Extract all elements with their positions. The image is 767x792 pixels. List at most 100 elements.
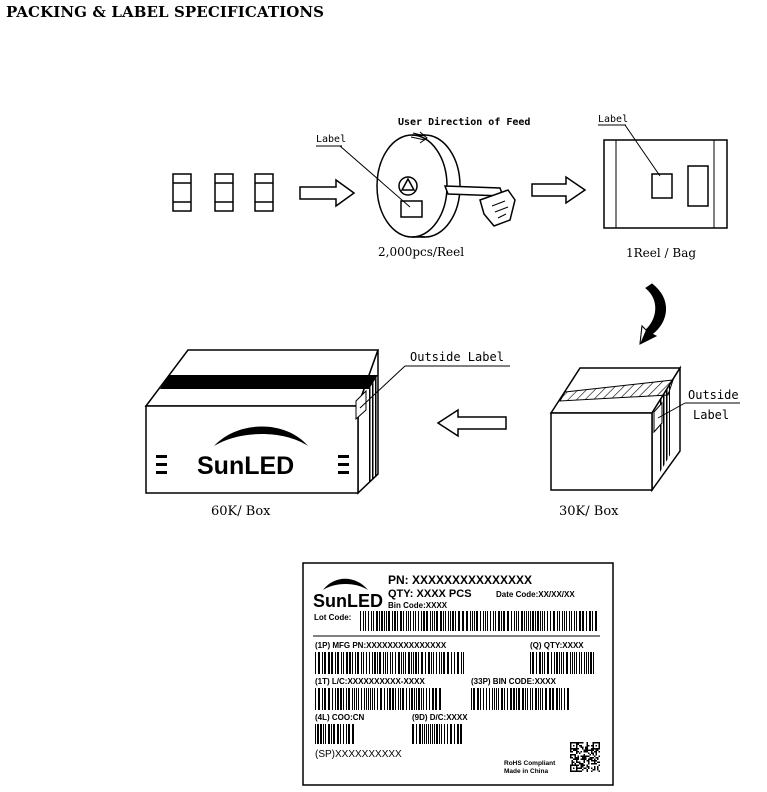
qr-module bbox=[594, 760, 596, 762]
barcode-bar bbox=[454, 652, 455, 674]
qr-module bbox=[582, 757, 584, 759]
qr-module bbox=[570, 746, 572, 748]
barcode-bar bbox=[530, 611, 531, 631]
barcode-bar bbox=[586, 611, 587, 631]
reel-label-leader bbox=[339, 145, 411, 208]
qr-module bbox=[582, 764, 584, 766]
page-title: PACKING & LABEL SPECIFICATIONS bbox=[6, 3, 325, 21]
arrow-right-icon bbox=[299, 178, 356, 208]
barcode-bar bbox=[458, 611, 460, 631]
barcode-bar bbox=[556, 688, 558, 710]
barcode-bar bbox=[480, 611, 481, 631]
barcode-bar bbox=[549, 688, 551, 710]
qr-module bbox=[574, 755, 576, 757]
barcode-bar bbox=[570, 652, 571, 674]
barcode-bar bbox=[436, 724, 438, 744]
barcode-bar bbox=[564, 688, 565, 710]
barcode-bar bbox=[317, 724, 319, 744]
barcode-bar bbox=[413, 652, 414, 674]
qr-module bbox=[597, 758, 599, 760]
qr-module bbox=[570, 767, 572, 769]
barcode-bar bbox=[516, 611, 517, 631]
barcode-bar bbox=[440, 611, 442, 631]
qr-module bbox=[588, 755, 590, 757]
feed-direction-text: User Direction of Feed bbox=[398, 116, 530, 128]
qr-module bbox=[597, 769, 599, 771]
label-rohs: RoHS Compliant bbox=[504, 760, 556, 767]
qr-module bbox=[570, 757, 572, 759]
qr-module bbox=[591, 767, 593, 769]
qr-module bbox=[577, 758, 579, 760]
qr-module bbox=[597, 767, 599, 769]
qr-module bbox=[579, 767, 581, 769]
barcode-bar bbox=[402, 688, 404, 710]
barcode-bar bbox=[340, 688, 342, 710]
barcode-bar bbox=[333, 724, 335, 744]
qr-module bbox=[588, 752, 590, 754]
qr-module bbox=[580, 770, 582, 772]
barcode-bar bbox=[483, 611, 484, 631]
barcode-bar bbox=[360, 611, 361, 631]
qr-module bbox=[574, 757, 576, 759]
qr-module bbox=[585, 758, 587, 760]
qr-module bbox=[586, 769, 588, 771]
barcode-bar bbox=[561, 688, 562, 710]
label-coo: (4L) COO:CN bbox=[315, 713, 365, 722]
barcode-bar bbox=[400, 688, 401, 710]
qr-module bbox=[580, 742, 582, 744]
feed-arrow-icon bbox=[410, 131, 428, 144]
barcode-bar bbox=[530, 652, 531, 674]
qr-module bbox=[573, 754, 575, 756]
qr-module bbox=[589, 749, 591, 751]
qr-module bbox=[583, 760, 585, 762]
barcode-bar bbox=[522, 688, 524, 710]
qr-module bbox=[586, 748, 588, 750]
barcode-bar bbox=[457, 724, 459, 744]
barcode-bar bbox=[457, 652, 459, 674]
barcode-bar bbox=[428, 724, 429, 744]
qr-module bbox=[577, 770, 579, 772]
barcode-bar bbox=[414, 688, 415, 710]
qr-module bbox=[579, 761, 581, 763]
qr-module bbox=[579, 752, 581, 754]
barcode-bar bbox=[346, 724, 347, 744]
arrow-right-icon bbox=[531, 175, 587, 205]
small-box-outside-label-2: Label bbox=[693, 408, 729, 422]
qr-module bbox=[580, 745, 582, 747]
barcode-bar bbox=[513, 688, 515, 710]
barcode-bar bbox=[372, 688, 373, 710]
barcode-bar bbox=[349, 652, 351, 674]
barcode-bar bbox=[322, 652, 323, 674]
qr-module bbox=[577, 764, 579, 766]
barcode-bar bbox=[348, 688, 350, 710]
barcode-bar bbox=[328, 724, 330, 744]
qr-module bbox=[573, 749, 575, 751]
barcode-bar bbox=[355, 652, 356, 674]
qr-module bbox=[591, 745, 593, 747]
barcode-bar bbox=[493, 611, 494, 631]
barcode-bar bbox=[492, 688, 493, 710]
barcode-bar bbox=[335, 652, 336, 674]
qr-module bbox=[576, 769, 578, 771]
qr-module bbox=[594, 769, 596, 771]
qr-module bbox=[582, 758, 584, 760]
qr-module bbox=[592, 760, 594, 762]
barcode-bar bbox=[486, 688, 487, 710]
qr-module bbox=[591, 758, 593, 760]
barcode-bar bbox=[373, 611, 374, 631]
qr-module bbox=[592, 763, 594, 765]
barcode-bar bbox=[595, 611, 597, 631]
barcode-bar bbox=[460, 724, 462, 744]
qr-module bbox=[586, 755, 588, 757]
barcode-bar bbox=[490, 611, 491, 631]
label-sp: (SP)XXXXXXXXXX bbox=[315, 749, 402, 760]
barcode-bar bbox=[537, 611, 539, 631]
qr-module bbox=[579, 742, 581, 744]
qr-module bbox=[574, 754, 576, 756]
barcode-bar bbox=[472, 611, 473, 631]
barcode-bar bbox=[426, 724, 427, 744]
barcode-bar bbox=[441, 652, 442, 674]
barcode-bar bbox=[576, 611, 577, 631]
barcode-bar bbox=[421, 688, 422, 710]
label-made-in: Made in China bbox=[504, 768, 548, 775]
